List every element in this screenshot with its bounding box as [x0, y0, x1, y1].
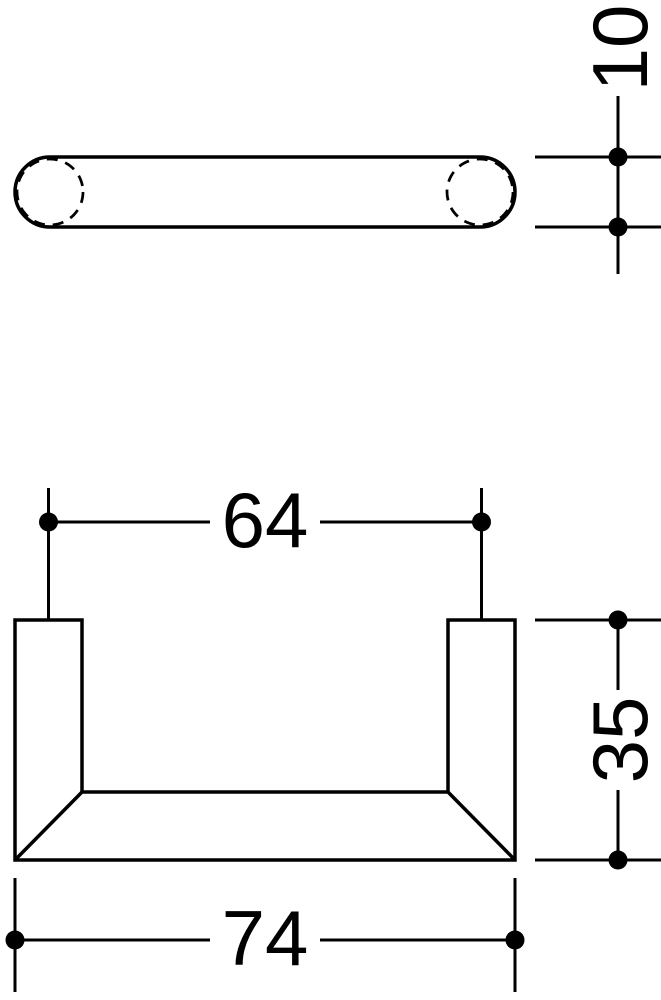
- dimension-dot: [472, 512, 491, 532]
- handle-top-outline: [13, 155, 517, 229]
- front-view: 64 35: [5, 476, 661, 992]
- dimension-label-35: 35: [576, 697, 661, 784]
- top-view: 10: [13, 5, 661, 274]
- dimension-dot: [505, 930, 525, 950]
- dimension-dot: [39, 512, 58, 532]
- dimension-dot: [608, 610, 628, 630]
- miter-line-right: [446, 790, 517, 862]
- miter-line-left: [13, 790, 84, 862]
- dimension-label-10: 10: [576, 5, 661, 92]
- hidden-leg-circle-right: [445, 157, 515, 227]
- dimension-dot: [608, 147, 628, 167]
- dimension-dot: [608, 217, 628, 237]
- dimension-label-64: 64: [222, 476, 309, 564]
- dimension-center-distance: 64: [39, 476, 491, 656]
- dimension-thickness: 10: [535, 5, 661, 274]
- dimension-dot: [608, 850, 628, 870]
- dimension-dot: [5, 930, 25, 950]
- dimension-label-74: 74: [222, 894, 309, 982]
- hidden-leg-circle-left: [15, 157, 85, 227]
- dimension-overall-width: 74: [5, 878, 525, 992]
- handle-front-outline: [13, 618, 517, 862]
- dimension-height: 35: [535, 610, 661, 870]
